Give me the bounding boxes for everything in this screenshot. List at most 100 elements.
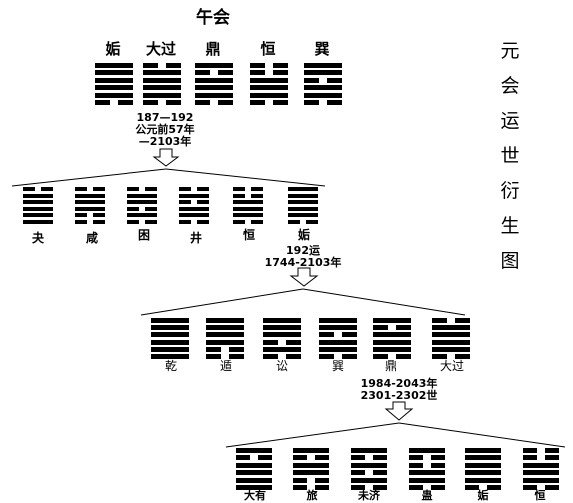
line-segment [229,346,244,352]
line-segment [251,220,263,224]
line-segment [93,187,105,191]
yang-line [373,332,411,338]
line-segment [250,77,288,83]
line-segment [373,485,387,490]
line-segment [151,332,189,338]
line-segment [293,485,307,490]
line-segment [206,318,244,323]
line-segment [351,485,365,490]
yang-line [95,85,133,91]
side-title-char: 生 [500,215,520,237]
line-segment [127,213,157,218]
level2-label: 困 [137,228,151,242]
line-segment [195,77,233,83]
yang-line [236,462,272,468]
line-segment [197,200,209,205]
line-segment [218,70,233,76]
yang-line [319,318,357,323]
line-segment [127,220,139,224]
yang-line [523,477,559,483]
yin-line [523,448,559,453]
line-segment [315,455,329,461]
yang-line [236,477,272,483]
line-segment [179,200,191,205]
yin-line [288,220,318,224]
line-segment [75,193,105,198]
line-segment [263,346,301,352]
yang-line [151,346,189,352]
hexagram-symbol [432,318,470,359]
yin-line [23,187,53,191]
note-line: 1744-2103年 [264,256,342,269]
yin-line [293,485,329,490]
yang-line [409,477,445,483]
line-segment [306,220,318,224]
yin-line [127,220,157,224]
line-segment [373,339,411,345]
yin-line [75,187,105,191]
line-segment [304,85,342,91]
line-segment [431,462,445,468]
yang-line [288,206,318,211]
yang-line [233,200,263,205]
line-segment [179,187,191,191]
line-segment [93,220,105,224]
line-segment [373,332,411,338]
yang-line [263,325,301,331]
line-segment [75,220,87,224]
line-segment [523,455,537,461]
yang-line [319,325,357,331]
line-segment [127,193,157,198]
hexagram-symbol [319,318,357,359]
yang-line [179,213,209,218]
line-segment [288,187,318,191]
line-segment [293,462,329,468]
hexagram-symbol [351,448,387,490]
note-line: 187—192 [136,111,194,124]
line-segment [545,485,559,490]
line-segment [396,325,411,331]
note-line: 公元前57年 [135,123,195,136]
yang-line [288,213,318,218]
yang-line [432,325,470,331]
line-segment [431,455,445,461]
line-segment [151,354,189,359]
yang-line [319,346,357,352]
yang-line [206,339,244,345]
hexagram-symbol [465,448,501,490]
line-segment [206,346,221,352]
line-segment [465,448,501,453]
yin-line [236,455,272,461]
line-segment [41,187,53,191]
yang-line [409,470,445,476]
level4-label: 姤 [477,489,489,502]
line-segment [409,455,423,461]
side-title-char: 运 [500,110,520,132]
down-arrow-icon [152,148,180,167]
line-segment [250,70,265,76]
line-segment [233,220,245,224]
line-segment [342,332,357,338]
yang-line [465,462,501,468]
yin-line [373,354,411,359]
line-segment [304,70,342,76]
yin-line [233,187,263,191]
yang-line [127,193,157,198]
line-segment [166,63,181,68]
yang-line [351,448,387,453]
page-title: 午会 [196,8,230,28]
yin-line [432,354,470,359]
line-segment [143,77,181,83]
line-segment [95,77,133,83]
line-segment [143,100,158,105]
yin-line [75,213,105,218]
line-segment [23,206,53,211]
line-segment [23,200,53,205]
yang-line [206,325,244,331]
side-title-char: 元 [500,40,520,62]
yang-line [250,92,288,98]
yin-line [195,100,233,105]
yin-line [75,220,105,224]
yin-line [409,462,445,468]
yin-line [432,318,470,323]
